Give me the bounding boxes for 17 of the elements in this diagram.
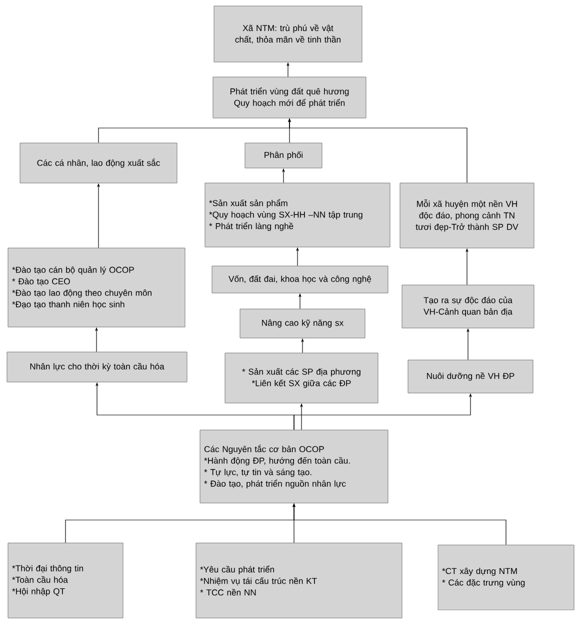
text-box: Mỗi xã huyện một nền VH độc đáo, phong cảnh TN tươi đẹp-Trở thành SP DV	[400, 182, 534, 248]
text-box: * Sản xuất các SP địa phương *Liên kết SX giữa các ĐP	[224, 352, 378, 404]
text-box: Nhân lực cho thời kỳ toàn cầu hóa	[6, 352, 188, 382]
text-box: *Đào tạo cán bộ quản lý OCOP * Đào tạo CEO *Đào tạo lao động theo chuyên môn *Đạo tạo thanh niên học sinh	[8, 248, 186, 328]
text-box: Phát triển vùng đất quê hương Quy hoạch mới để phát triển	[212, 76, 366, 118]
text-box: Các Nguyên tắc cơ bản OCOP *Hành động ĐP, hướng đến toàn cầu. * Tự lực, tự tin và sáng tạo. * Đào tạo, phát triển nguồn nhân lực	[200, 430, 388, 504]
text-box: *Yêu cầu phát triển *Nhiệm vụ tái cấu trúc nền KT * TCC nền NN	[196, 542, 402, 618]
text-box: Vốn, đất đai, khoa học và công nghệ	[212, 266, 388, 294]
text-box: Tạo ra sự độc đáo của VH-Cảnh quan bản địa	[402, 284, 534, 328]
text-box: Xã NTM: trù phú về vật chất, thỏa mãn về tinh thần	[214, 6, 362, 62]
text-box: Nuôi dưỡng nề VH ĐP	[408, 360, 534, 394]
text-box: *Thời đại thông tin *Toàn cầu hóa *Hội nhập QT	[8, 542, 124, 618]
text-box: Phân phối	[244, 142, 322, 168]
text-box: *Sản xuất sản phẩm *Quy hoạch vùng SX-HH –NN tập trung * Phát triển làng nghề	[204, 182, 390, 248]
text-box: Nâng cao kỹ năng sx	[240, 308, 366, 338]
text-box: *CT xây dựng NTM * Các đặc trưng vùng	[438, 544, 574, 610]
text-box: Các cá nhân, lao động xuất sắc	[20, 142, 178, 184]
